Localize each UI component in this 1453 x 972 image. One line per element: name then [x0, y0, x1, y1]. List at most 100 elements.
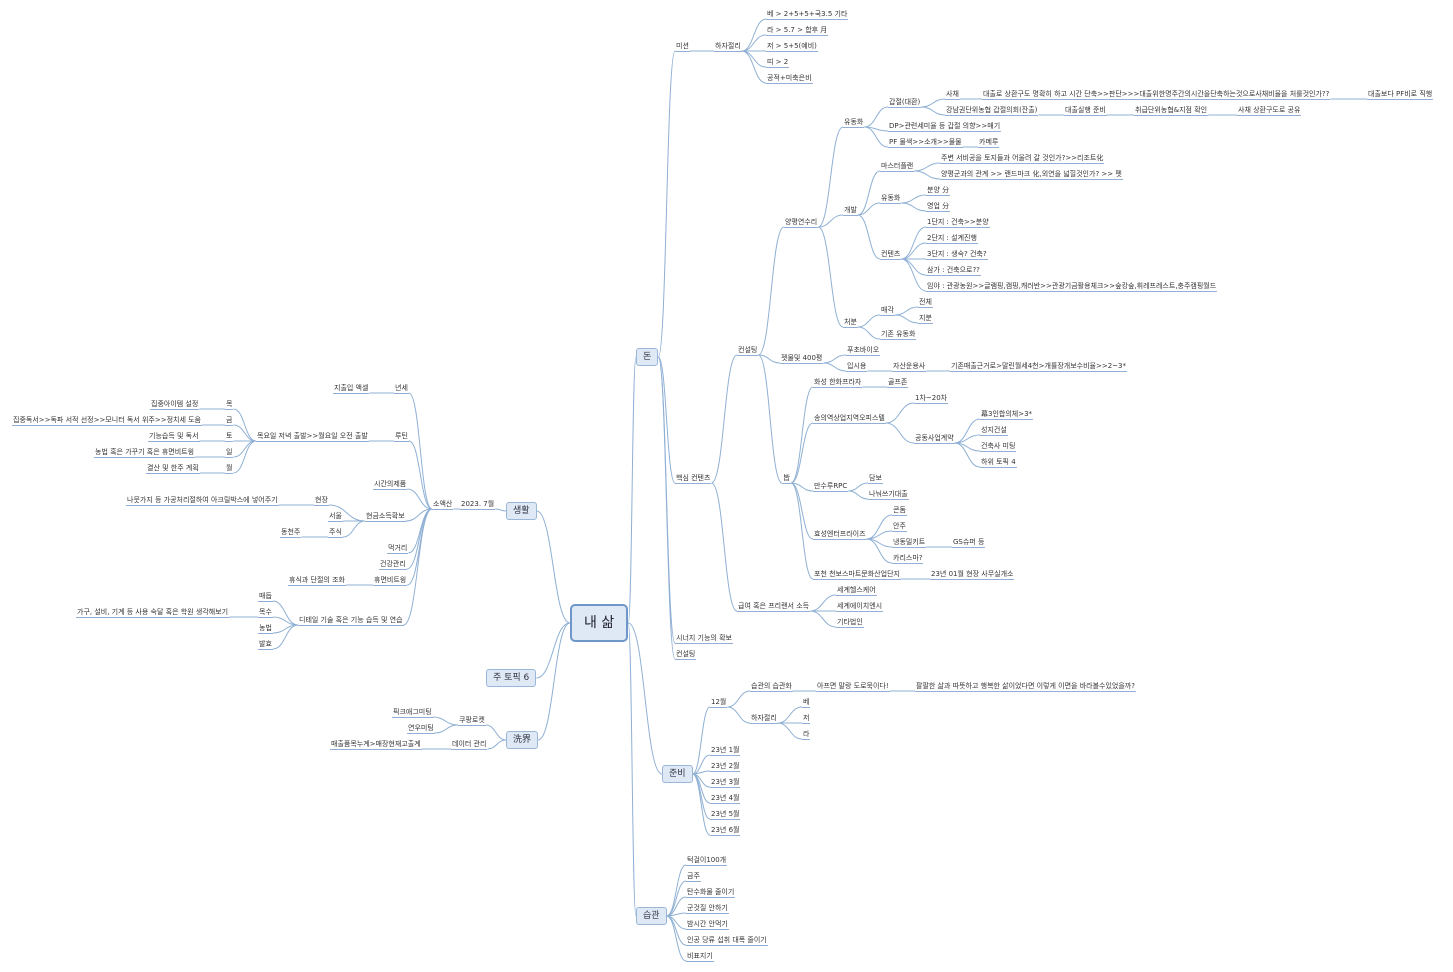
- node-h4[interactable]: 군것질 안하기: [686, 904, 729, 914]
- node-moksu[interactable]: 목수: [258, 608, 273, 618]
- node-h5[interactable]: 밤시간 안먹기: [686, 920, 729, 930]
- node-m3[interactable]: 23년 3월: [710, 778, 741, 788]
- node-master1[interactable]: 주변 서비공을 토지들과 어울려 갈 것인가?>>리조트化: [940, 154, 1105, 164]
- node-maegak[interactable]: 매각: [880, 306, 895, 316]
- node-saje-pf[interactable]: 대출보다 PF비로 직행: [1367, 90, 1434, 100]
- node-hyumyeon[interactable]: 휴면비트윙: [373, 576, 408, 586]
- node-hajeol[interactable]: 하자절리: [714, 42, 742, 52]
- node-data-detail[interactable]: 매출품목누계>매장현재고출계: [330, 740, 422, 750]
- node-hyumyeon-detail[interactable]: 휴식과 단절의 조화: [288, 576, 346, 586]
- node-m6[interactable]: 23년 6월: [710, 826, 741, 836]
- node-daechul[interactable]: 대출실행 준비: [1064, 106, 1107, 116]
- node-jibun[interactable]: 지분: [918, 314, 933, 324]
- node-gum[interactable]: 皆: [782, 474, 791, 484]
- node-m4[interactable]: 23년 4월: [710, 794, 741, 804]
- node-gong[interactable]: 공적+미축은비: [766, 74, 813, 84]
- node-hs4[interactable]: GS슈퍼 등: [952, 538, 986, 548]
- node-jeo[interactable]: 저 > 5+5(예비): [766, 42, 818, 52]
- node-habit-d2[interactable]: 팔팔한 삶과 따뜻하고 행복한 삶이었다면 이렇게 이면을 바라볼수있었을까?: [915, 682, 1136, 692]
- node-saje[interactable]: 사채: [945, 90, 960, 100]
- node-ch120[interactable]: 1차~20차: [914, 394, 949, 404]
- node-hyoseong[interactable]: 효성엔터프라이즈: [813, 530, 867, 540]
- node-prep-hajeol[interactable]: 하자절리: [750, 714, 778, 724]
- node-sopsan-date[interactable]: 2023. 7월: [460, 500, 496, 510]
- node-wol-detail[interactable]: 결산 및 한주 계획: [146, 464, 200, 474]
- node-mansu[interactable]: 만수루RPC: [813, 482, 849, 492]
- node-yudong[interactable]: 유동화: [843, 118, 865, 128]
- node-digital-detail[interactable]: 가구, 설비, 기계 등 사용 숙달 혹은 학원 생각해보기: [76, 608, 230, 618]
- node-sopsan[interactable]: 소액산: [432, 500, 454, 510]
- node-m1[interactable]: 23년 1월: [710, 746, 741, 756]
- node-jusik[interactable]: 주식: [328, 528, 343, 538]
- node-m2[interactable]: 23년 2월: [710, 762, 741, 772]
- node-jetmul[interactable]: 젯물및 400평: [780, 354, 824, 364]
- node-mission[interactable]: 미션: [675, 42, 690, 52]
- node-h1[interactable]: 턱걸이100개: [686, 856, 728, 866]
- node-bunyang[interactable]: 분양 分: [926, 186, 951, 196]
- node-jichul[interactable]: 지출입 액셀: [333, 384, 370, 394]
- node-nyeonse[interactable]: 년세: [394, 384, 409, 394]
- node-coupang[interactable]: 쿠팡로켓: [458, 716, 486, 726]
- node-geum-detail[interactable]: 집중독서>>독파 서적 선정>>모니터 독서 위주>>정치세 도움: [12, 416, 202, 426]
- node-h2[interactable]: 금주: [686, 872, 701, 882]
- node-h3[interactable]: 탄수화물 줄이기: [686, 888, 736, 898]
- node-jasan-detail[interactable]: 기존매출근거로>말린월세4천>개률장개보수비율>>2~3*: [950, 362, 1127, 372]
- node-hs5[interactable]: 카리스마?: [892, 554, 924, 564]
- node-sg1[interactable]: 세계헬스케어: [836, 586, 877, 596]
- topic-sekai[interactable]: 洗界: [506, 731, 539, 749]
- node-m5[interactable]: 23년 5월: [710, 810, 741, 820]
- node-nanum[interactable]: 나눠쓰기대출: [868, 490, 909, 500]
- node-master2[interactable]: 양평군과의 관계 >> 랜드마크 化,외연을 넓힐것인가? >> 펫: [940, 170, 1123, 180]
- node-h7[interactable]: 비표지기: [686, 952, 714, 962]
- node-yeonu[interactable]: 연우미팅: [407, 724, 435, 734]
- node-prep-jeo[interactable]: 저: [802, 714, 811, 724]
- node-dongcheon[interactable]: 동천주: [280, 528, 302, 538]
- central-topic[interactable]: 내 삶: [570, 604, 629, 642]
- node-contents[interactable]: 컨텐츠: [880, 250, 902, 260]
- node-mok[interactable]: 목: [225, 400, 234, 410]
- node-kameru[interactable]: 카메루: [978, 138, 1000, 148]
- topic-prep[interactable]: 준비: [662, 765, 693, 783]
- node-geongang[interactable]: 건강관리: [379, 560, 407, 570]
- node-yeongeop[interactable]: 영업 分: [926, 202, 951, 212]
- node-h6[interactable]: 인공 당류 섭취 대폭 줄이기: [686, 936, 768, 946]
- node-maedeup[interactable]: 매듭: [258, 592, 273, 602]
- node-routine[interactable]: 루틴: [394, 432, 409, 442]
- node-c5[interactable]: 임야 : 관광농원>>글램핑,캠핑,캐러반>>관광기금활용체크>>숲캉숲,휘레프…: [926, 282, 1218, 292]
- node-hyeonjang-detail[interactable]: 나뭇가지 등 가공처리절하여 아크릴박스에 넣어주기: [126, 496, 279, 506]
- node-meokgeori[interactable]: 먹거리: [387, 544, 409, 554]
- node-routine-detail[interactable]: 목요일 저녁 출발>>월요일 오전 출발: [256, 432, 369, 442]
- node-yudong2[interactable]: 유동화: [880, 194, 902, 204]
- node-habit-maker[interactable]: 습관의 습관화: [750, 682, 793, 692]
- node-prep-ra[interactable]: 라: [802, 730, 811, 740]
- node-hwaseong[interactable]: 화성 한화프라자: [813, 378, 863, 388]
- node-mok-detail[interactable]: 집중아이템 설정: [150, 400, 200, 410]
- node-hyeonjang[interactable]: 현장: [314, 496, 329, 506]
- node-sh2[interactable]: 성지건설: [980, 426, 1008, 436]
- node-seoul[interactable]: 서울: [328, 512, 343, 522]
- node-hs2[interactable]: 안주: [892, 522, 907, 532]
- node-pick[interactable]: 픽크애그미팅: [392, 708, 433, 718]
- node-gapjeol[interactable]: 갑절(대환): [888, 98, 922, 108]
- node-hs1[interactable]: 콘돔: [892, 506, 907, 516]
- node-baltae[interactable]: 발효: [258, 640, 273, 650]
- topic-6[interactable]: 주 토픽 6: [486, 669, 537, 687]
- node-yangpyeong[interactable]: 양평연수리: [784, 218, 819, 228]
- node-geupyeo[interactable]: 급여 혹은 프리랜서 소득: [737, 602, 811, 612]
- node-saje-detail[interactable]: 대출로 상환구도 명확히 하고 시간 단축>>판단>>>대출위한명주간의시간을단…: [982, 90, 1331, 100]
- node-be[interactable]: 베 > 2+5+5+국3.5 기타: [766, 10, 849, 20]
- node-gangnam[interactable]: 강남권단위농협 갑절의회(잔출): [945, 106, 1039, 116]
- node-geum[interactable]: 금: [225, 416, 234, 426]
- node-habit-d1[interactable]: 아프면 말랑 도로묵이다!: [816, 682, 890, 692]
- node-data[interactable]: 데이터 관리: [451, 740, 488, 750]
- node-consult2[interactable]: 컨설팅: [675, 650, 697, 660]
- node-il[interactable]: 일: [225, 448, 234, 458]
- node-gaebal[interactable]: 개발: [843, 206, 858, 216]
- node-ipsiyong[interactable]: 입시용: [846, 362, 868, 372]
- node-tti[interactable]: 띠 > 2: [766, 58, 790, 68]
- node-prep-be[interactable]: 베: [802, 698, 811, 708]
- node-pf[interactable]: PF 물색>>소개>>물물: [888, 138, 963, 148]
- topic-life[interactable]: 생활: [506, 502, 537, 520]
- node-nongbeop[interactable]: 농법: [258, 624, 273, 634]
- node-pocheon[interactable]: 포천 천보스마트문화산업단지: [813, 570, 901, 580]
